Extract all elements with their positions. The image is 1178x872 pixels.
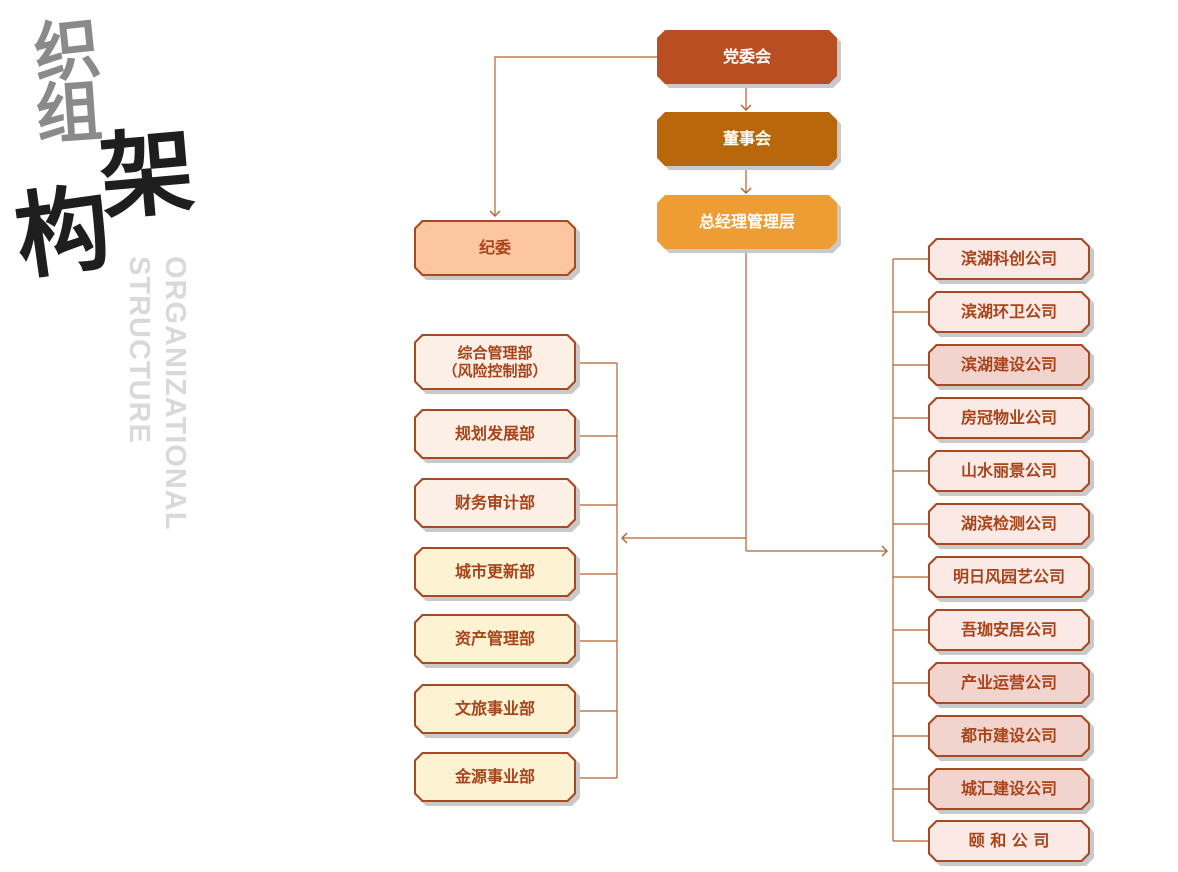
company-box: 房冠物业公司 — [928, 397, 1090, 439]
department-label: 城市更新部 — [454, 562, 535, 581]
department-sublabel: （风险控制部） — [442, 362, 548, 380]
department-box: 文旅事业部 — [414, 684, 576, 734]
company-box: 湖滨检测公司 — [928, 503, 1090, 545]
company-label: 明日风园艺公司 — [952, 567, 1065, 586]
company-label: 房冠物业公司 — [960, 408, 1057, 427]
company-box: 都市建设公司 — [928, 715, 1090, 757]
department-box: 城市更新部 — [414, 547, 576, 597]
english-title-line1: ORGANIZATIONAL — [159, 256, 191, 531]
company-label: 山水丽景公司 — [960, 461, 1057, 480]
department-label: 资产管理部 — [454, 629, 535, 648]
department-label: 综合管理部 — [457, 344, 533, 362]
department-box: 综合管理部 （风险控制部） — [414, 334, 576, 390]
company-label: 都市建设公司 — [960, 726, 1057, 745]
department-box: 金源事业部 — [414, 752, 576, 802]
department-label: 金源事业部 — [454, 767, 535, 786]
gm-box: 总经理管理层 — [657, 195, 837, 249]
company-box: 滨湖科创公司 — [928, 238, 1090, 280]
gm-label: 总经理管理层 — [698, 212, 795, 231]
party-committee-box: 党委会 — [657, 30, 837, 84]
title-block: 织 组 架 构 ORGANIZATIONAL STRUCTURE — [0, 0, 220, 560]
company-box: 明日风园艺公司 — [928, 556, 1090, 598]
company-box: 产业运营公司 — [928, 662, 1090, 704]
company-label: 颐 和 公 司 — [968, 831, 1050, 850]
department-label: 文旅事业部 — [454, 699, 535, 718]
discipline-box: 纪委 — [414, 220, 576, 276]
company-label: 吾珈安居公司 — [960, 620, 1057, 639]
discipline-label: 纪委 — [478, 238, 511, 257]
company-label: 滨湖科创公司 — [960, 249, 1057, 268]
department-label: 财务审计部 — [454, 493, 535, 512]
department-box: 资产管理部 — [414, 614, 576, 664]
company-box: 滨湖建设公司 — [928, 344, 1090, 386]
company-label: 滨湖建设公司 — [960, 355, 1057, 374]
company-box: 吾珈安居公司 — [928, 609, 1090, 651]
department-box: 财务审计部 — [414, 478, 576, 528]
english-title-line2: STRUCTURE — [123, 256, 155, 444]
company-box: 城汇建设公司 — [928, 768, 1090, 810]
board-label: 董事会 — [722, 129, 771, 148]
company-box: 山水丽景公司 — [928, 450, 1090, 492]
company-box: 颐 和 公 司 — [928, 820, 1090, 862]
company-label: 产业运营公司 — [960, 673, 1057, 692]
company-label: 湖滨检测公司 — [960, 514, 1057, 533]
company-label: 滨湖环卫公司 — [960, 302, 1057, 321]
party-committee-label: 党委会 — [722, 47, 771, 66]
board-box: 董事会 — [657, 112, 837, 166]
department-label: 规划发展部 — [454, 424, 535, 443]
company-label: 城汇建设公司 — [960, 779, 1057, 798]
arrow-party-discipline — [489, 56, 657, 217]
department-box: 规划发展部 — [414, 409, 576, 459]
company-box: 滨湖环卫公司 — [928, 291, 1090, 333]
